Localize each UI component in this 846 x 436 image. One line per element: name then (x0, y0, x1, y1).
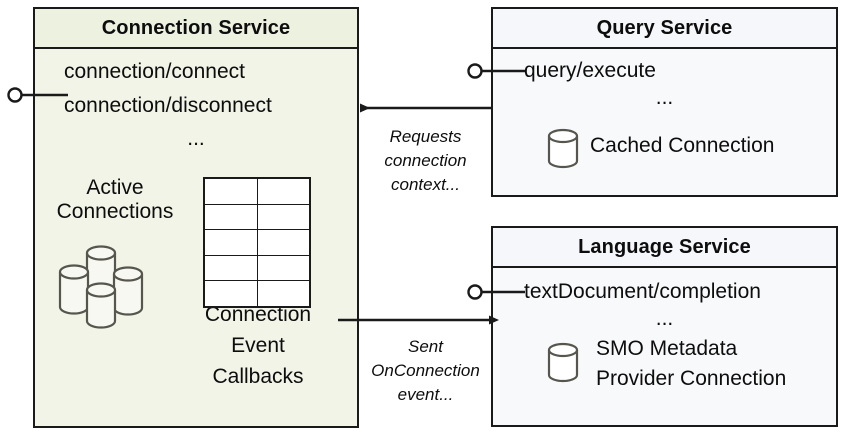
table-cell (203, 203, 258, 231)
lollipop-circle-icon (7, 87, 23, 103)
cylinder-right (112, 266, 144, 316)
callback-table-body (203, 177, 311, 308)
lollipop-circle-icon (467, 284, 483, 300)
language-service-title: Language Service (493, 228, 836, 268)
callback-event-table[interactable] (203, 177, 311, 308)
connector-caption-requests-line1: Requests (389, 127, 462, 146)
lollipop-interface-language-service[interactable] (467, 284, 526, 300)
table-row[interactable] (203, 177, 311, 205)
language-service-operations-ellipsis: ... (655, 307, 674, 330)
connector-caption-sent-line2: OnConnection (371, 361, 480, 380)
table-cell (256, 280, 311, 308)
operation-textdocument-completion[interactable]: textDocument/completion (524, 280, 761, 303)
smo-metadata-label-line2: Provider Connection (596, 367, 787, 390)
component-query-service[interactable]: Query Service (491, 7, 838, 197)
database-cylinder-icon-cached-connection (547, 128, 579, 169)
table-cell (256, 203, 311, 231)
connector-caption-requests-line2: connection (384, 151, 467, 170)
table-row[interactable] (203, 254, 311, 282)
active-connections-label-line1: Active (86, 176, 144, 199)
table-cell (203, 229, 258, 256)
callbacks-label-line2: Event (231, 334, 285, 357)
connector-caption-sent-line1: Sent (408, 337, 443, 356)
connector-caption-requests-line3: context... (391, 175, 460, 194)
operation-query-execute[interactable]: query/execute (524, 59, 656, 82)
smo-metadata-label-line1: SMO Metadata (596, 337, 738, 360)
table-row[interactable] (203, 203, 311, 231)
callbacks-label-line3: Callbacks (212, 365, 304, 388)
table-cell (203, 177, 258, 205)
cached-connection-label: Cached Connection (590, 134, 775, 157)
database-cylinder-icon-smo-metadata (547, 342, 579, 383)
component-language-service[interactable]: Language Service (491, 226, 838, 427)
cylinder-left (58, 264, 90, 315)
table-cell (256, 254, 311, 282)
lollipop-interface-query-service[interactable] (467, 63, 526, 79)
lollipop-circle-icon (467, 63, 483, 79)
callbacks-label-line1: Connection (204, 303, 312, 326)
table-cell (256, 229, 311, 256)
connection-service-operations-ellipsis: ... (187, 127, 205, 150)
connector-caption-sent-line3: event... (397, 385, 454, 404)
table-row[interactable] (203, 229, 311, 256)
operation-connection-connect[interactable]: connection/connect (64, 60, 245, 83)
operation-connection-disconnect[interactable]: connection/disconnect (64, 94, 272, 117)
cylinder-front (85, 282, 117, 329)
database-cluster-icon (58, 245, 144, 329)
connection-service-title: Connection Service (35, 9, 357, 49)
table-cell (256, 177, 311, 205)
lollipop-interface-connection-service[interactable] (7, 87, 69, 103)
table-cell (203, 254, 258, 282)
table-row[interactable] (203, 280, 311, 308)
query-service-operations-ellipsis: ... (655, 86, 674, 109)
table-cell (203, 280, 258, 308)
query-service-title: Query Service (493, 9, 836, 49)
active-connections-label-line2: Connections (56, 200, 174, 223)
